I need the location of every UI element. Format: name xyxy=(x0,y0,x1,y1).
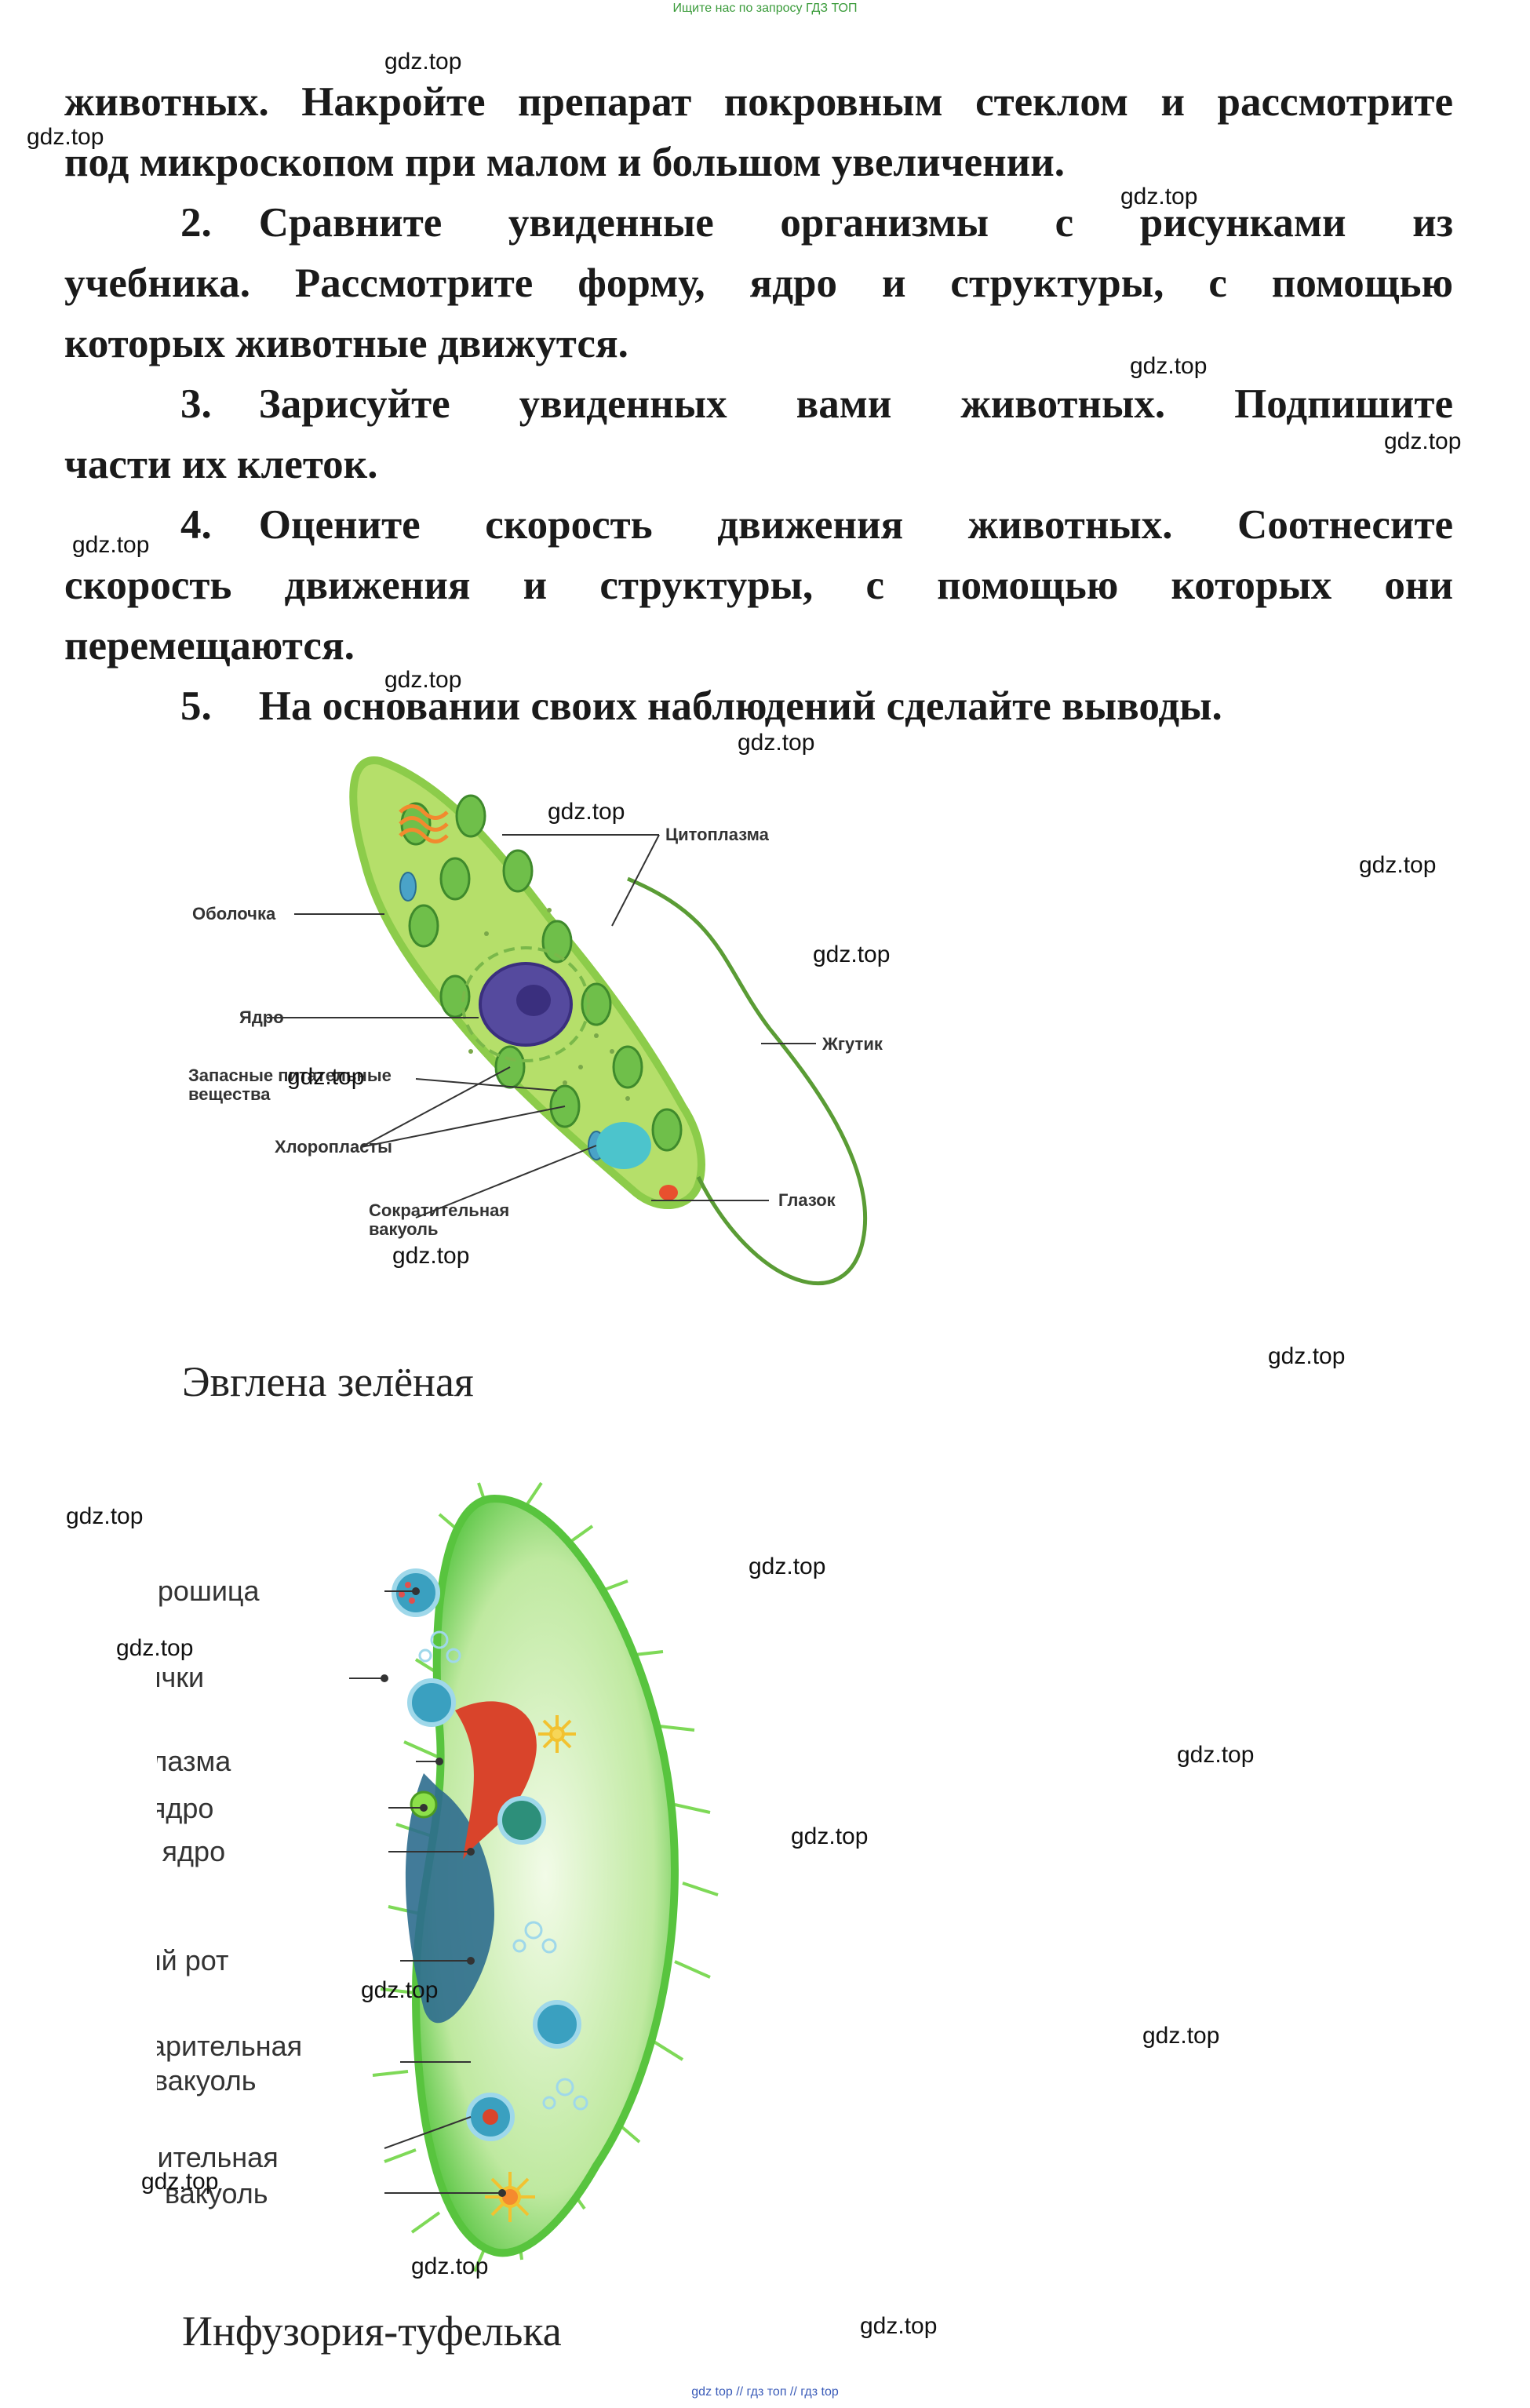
label-chloroplasts: Хлоропласты xyxy=(275,1137,392,1157)
flagellum xyxy=(627,876,867,1285)
label-macronucleus: Большое ядро xyxy=(157,1835,225,1867)
watermark: gdz.top xyxy=(749,1554,826,1579)
text-line: животных. Накройте препарат покровным ст… xyxy=(64,79,1453,125)
eyespot xyxy=(659,1185,678,1200)
footer-links[interactable]: gdz top // гдз топ // гдз top xyxy=(691,2385,839,2399)
text-line: На основании своих наблюдений сделайте в… xyxy=(258,683,1222,729)
watermark: gdz.top xyxy=(1359,852,1437,878)
watermark: gdz.top xyxy=(27,124,104,150)
text-line: Оцените скорость движения животных. Соот… xyxy=(258,502,1453,548)
label-eyespot: Глазок xyxy=(778,1190,836,1210)
text-line: Сравните увиденные организмы с рисунками… xyxy=(258,200,1453,246)
watermark: gdz.top xyxy=(392,1243,470,1269)
label-membrane: Оболочка xyxy=(192,904,276,923)
label-cytoplasm: Цитоплазма xyxy=(157,1745,231,1777)
macronucleus xyxy=(455,1701,537,1860)
label-vacuole-2: вакуоль xyxy=(369,1219,439,1239)
item-number: 5. xyxy=(180,683,212,729)
label-cytoplasm: Цитоплазма xyxy=(665,825,770,844)
paramecium-body xyxy=(411,1494,679,2257)
label-vacuole: Сократительная xyxy=(369,1200,509,1220)
text-line: части их клеток. xyxy=(64,442,378,487)
contractile-vacuoles xyxy=(485,1715,576,2222)
text-line: перемещаются. xyxy=(64,623,355,668)
watermark: gdz.top xyxy=(813,942,891,967)
chloroplasts xyxy=(400,794,683,1152)
top-banner: Ищите нас по запросу ГДЗ ТОП xyxy=(672,2,858,15)
nucleolus xyxy=(516,985,551,1016)
euglena-caption: Эвглена зелёная xyxy=(182,1358,474,1405)
watermark: gdz.top xyxy=(1268,1343,1346,1369)
leader-lines xyxy=(349,1590,502,2194)
watermark: gdz.top xyxy=(287,1064,365,1090)
paramecium-diagram: Порошица Реснички Цитоплазма Малое ядро … xyxy=(157,1481,719,2272)
text-line: скорость движения и структуры, с помощью… xyxy=(64,563,1453,608)
watermark: gdz.top xyxy=(116,1635,194,1661)
label-contractile-vacuole-2: вакуоль xyxy=(165,2177,268,2209)
label-contractile-vacuole: Сократительная xyxy=(157,2141,279,2173)
paramecium-caption: Инфузория-туфелька xyxy=(182,2308,562,2355)
anal-pore xyxy=(399,1582,415,1604)
label-mouth: Клеточный рот xyxy=(157,1944,228,1976)
leader-lines xyxy=(267,834,816,1219)
watermark: gdz.top xyxy=(384,49,462,75)
task-item-2: 2. Сравните увиденные организмы с рисунк… xyxy=(64,193,1453,253)
watermark: gdz.top xyxy=(384,667,462,693)
watermark: gdz.top xyxy=(1142,2023,1220,2049)
euglena-diagram: Цитоплазма Оболочка Ядро Запасные питате… xyxy=(188,756,883,1285)
label-food-vacuole: Пищеварительная xyxy=(157,2030,302,2062)
watermark: gdz.top xyxy=(72,532,150,558)
text-line: Зарисуйте увиденных вами животных. Подпи… xyxy=(258,381,1453,427)
item-number: 4. xyxy=(180,502,212,548)
label-reserve: Запасные питательные xyxy=(188,1066,392,1085)
watermark: gdz.top xyxy=(791,1823,869,1849)
text-line: которых животные движутся. xyxy=(64,321,628,366)
label-reserve-2: вещества xyxy=(188,1084,271,1104)
bubbles xyxy=(418,1630,588,2111)
text-line: под микроскопом при малом и большом увел… xyxy=(64,140,1065,185)
text-line: учебника. Рассмотрите форму, ядро и стру… xyxy=(64,260,1453,306)
contractile-vacuole xyxy=(596,1122,651,1169)
watermark: gdz.top xyxy=(1120,184,1198,209)
task-item-4: 4. Оцените скорость движения животных. С… xyxy=(64,495,1453,556)
label-nucleus: Ядро xyxy=(239,1007,284,1027)
label-micronucleus: Малое ядро xyxy=(157,1792,213,1824)
label-flagellum: Жгутик xyxy=(821,1034,883,1054)
watermark: gdz.top xyxy=(141,2169,219,2195)
label-cilia: Реснички xyxy=(157,1661,204,1693)
label-food-vacuole-2: вакуоль xyxy=(157,2064,256,2097)
task-item-3: 3. Зарисуйте увиденных вами животных. По… xyxy=(64,374,1453,435)
reserve-granules xyxy=(468,908,630,1101)
watermark: gdz.top xyxy=(411,2253,489,2279)
leader-dots xyxy=(381,1587,506,2197)
task-text: животных. Накройте препарат покровным ст… xyxy=(64,72,1453,737)
watermark: gdz.top xyxy=(1130,353,1208,379)
watermark: gdz.top xyxy=(860,2313,938,2339)
item-number: 3. xyxy=(180,381,212,427)
watermark: gdz.top xyxy=(548,799,625,825)
watermark: gdz.top xyxy=(361,1977,439,2003)
task-item-5: 5. На основании своих наблюдений сделайт… xyxy=(64,676,1453,737)
food-vacuoles xyxy=(392,1568,581,2141)
watermark: gdz.top xyxy=(66,1503,144,1529)
endoplasmic-reticulum xyxy=(461,946,590,1062)
label-anal-pore: Порошица xyxy=(157,1575,260,1607)
organelle-orange xyxy=(399,804,449,843)
item-number: 2. xyxy=(180,200,212,246)
watermark: gdz.top xyxy=(1177,1742,1255,1768)
watermark: gdz.top xyxy=(1384,428,1462,454)
watermark: gdz.top xyxy=(738,730,815,756)
